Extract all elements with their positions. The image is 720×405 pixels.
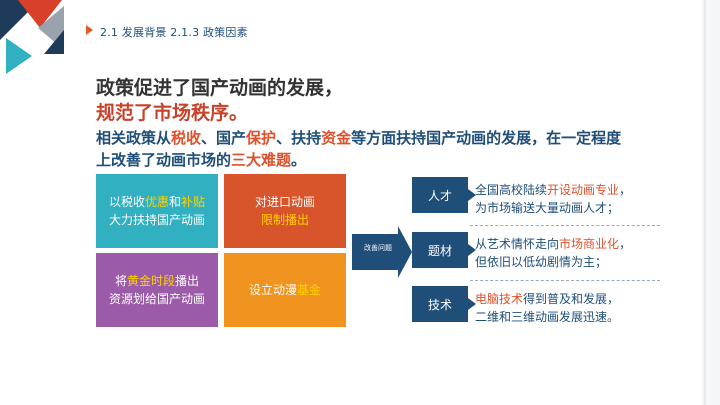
desc-talent: 全国高校陆续开设动画专业， 为市场输送大量动画人才；: [475, 183, 632, 215]
policy-box-primetime: 将黄金时段播出 资源划给国产动画: [96, 253, 218, 327]
heading-line1: 政策促进了国产动画的发展，: [96, 77, 344, 99]
policy-box-fund: 设立动漫基金: [224, 253, 346, 327]
heading-line2: 规范了市场秩序。: [96, 102, 249, 124]
deco-triangle-teal: [6, 38, 32, 74]
intro-paragraph: 相关政策从税收、国产保护、扶持资金等方面扶持国产动画的发展，在一定程度上改善了动…: [96, 129, 622, 169]
arrow-label: 改善问题: [364, 244, 392, 252]
policy-box-tax: 以税收优惠和补贴 大力扶持国产动画: [96, 174, 218, 248]
deco-triangle-darkblue: [44, 30, 64, 54]
desc-tech: 电脑技术得到普及和发展， 二维和三维动画发展迅速。: [475, 292, 620, 324]
divider: [470, 225, 660, 226]
divider: [470, 280, 660, 281]
deco-right-band: [702, 0, 720, 405]
desc-theme: 从艺术情怀走向市场商业化， 但依旧以低幼剧情为主；: [475, 237, 632, 269]
policy-box-import: 对进口动画 限制播出: [224, 174, 346, 248]
arrow-head-icon: [398, 226, 412, 278]
tag-theme: 题材: [412, 232, 476, 268]
tag-talent: 人才: [412, 177, 476, 213]
breadcrumb-arrow-icon: [86, 25, 93, 35]
breadcrumb: 2.1 发展背景 2.1.3 政策因素: [100, 26, 248, 39]
improve-arrow: [352, 234, 398, 270]
tag-tech: 技术: [412, 286, 476, 322]
